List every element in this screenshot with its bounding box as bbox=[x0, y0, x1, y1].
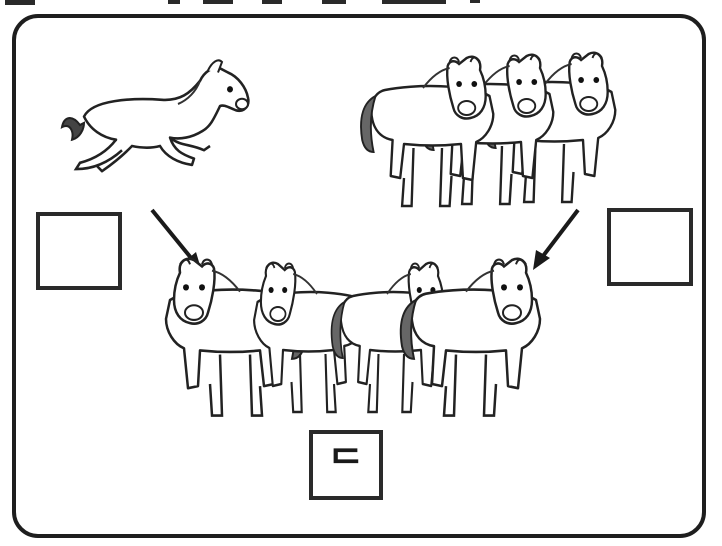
total-count-box[interactable]: ᄃ bbox=[309, 430, 383, 500]
cropped-text-remnant bbox=[5, 0, 480, 5]
right-count-box[interactable] bbox=[607, 208, 693, 286]
total-count-value: ᄃ bbox=[328, 442, 364, 487]
left-count-box[interactable] bbox=[36, 212, 122, 290]
horse-icon bbox=[60, 59, 250, 173]
arrow-down-left-icon bbox=[533, 208, 580, 270]
horse-icon bbox=[359, 55, 495, 208]
